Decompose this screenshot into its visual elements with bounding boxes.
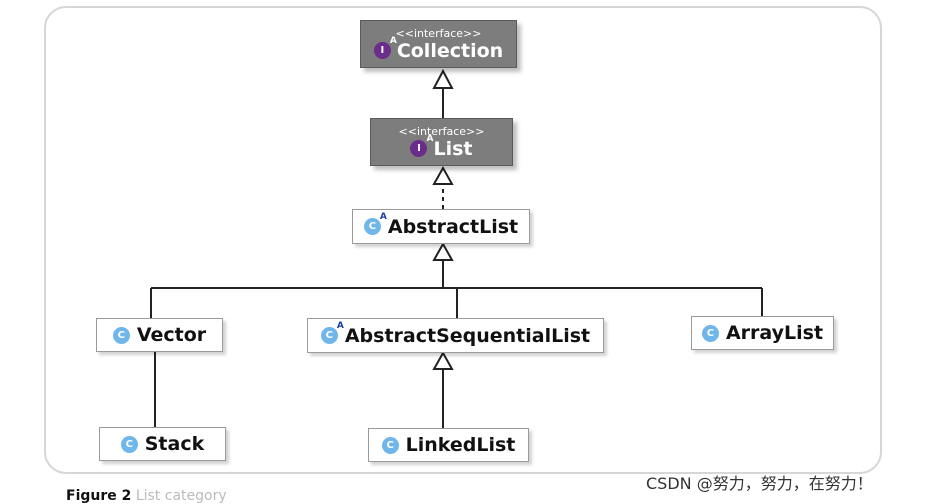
node-name: Collection xyxy=(396,39,504,62)
class-icon: C xyxy=(112,326,130,344)
caption-text: List category xyxy=(135,488,227,504)
node-name: ArrayList xyxy=(725,322,824,344)
arrowhead-collection xyxy=(432,68,454,89)
node-name: LinkedList xyxy=(405,434,516,456)
node-vector: C Vector xyxy=(96,318,223,352)
node-linked-list: C LinkedList xyxy=(368,428,529,462)
node-name: Stack xyxy=(144,433,205,455)
class-icon: C xyxy=(120,435,138,453)
arrowhead-asl xyxy=(432,350,454,370)
arrowhead-abstractlist xyxy=(432,241,454,261)
figure-caption: Figure 2 List category xyxy=(66,488,227,504)
node-name: List xyxy=(433,137,473,160)
node-name: AbstractList xyxy=(387,215,519,238)
node-name: AbstractSequentialList xyxy=(344,324,591,347)
caption-label: Figure 2 xyxy=(66,488,132,504)
class-icon: C xyxy=(701,324,719,342)
node-name: Vector xyxy=(136,324,207,346)
node-stack: C Stack xyxy=(99,427,226,461)
node-array-list: C ArrayList xyxy=(691,316,834,350)
arrowhead-list xyxy=(432,165,454,185)
class-icon: C xyxy=(381,436,399,454)
watermark-text: CSDN @努力，努力，在努力！ xyxy=(646,474,873,493)
stereotype-label: <<interface>> xyxy=(395,26,482,40)
stereotype-label: <<interface>> xyxy=(398,124,485,138)
